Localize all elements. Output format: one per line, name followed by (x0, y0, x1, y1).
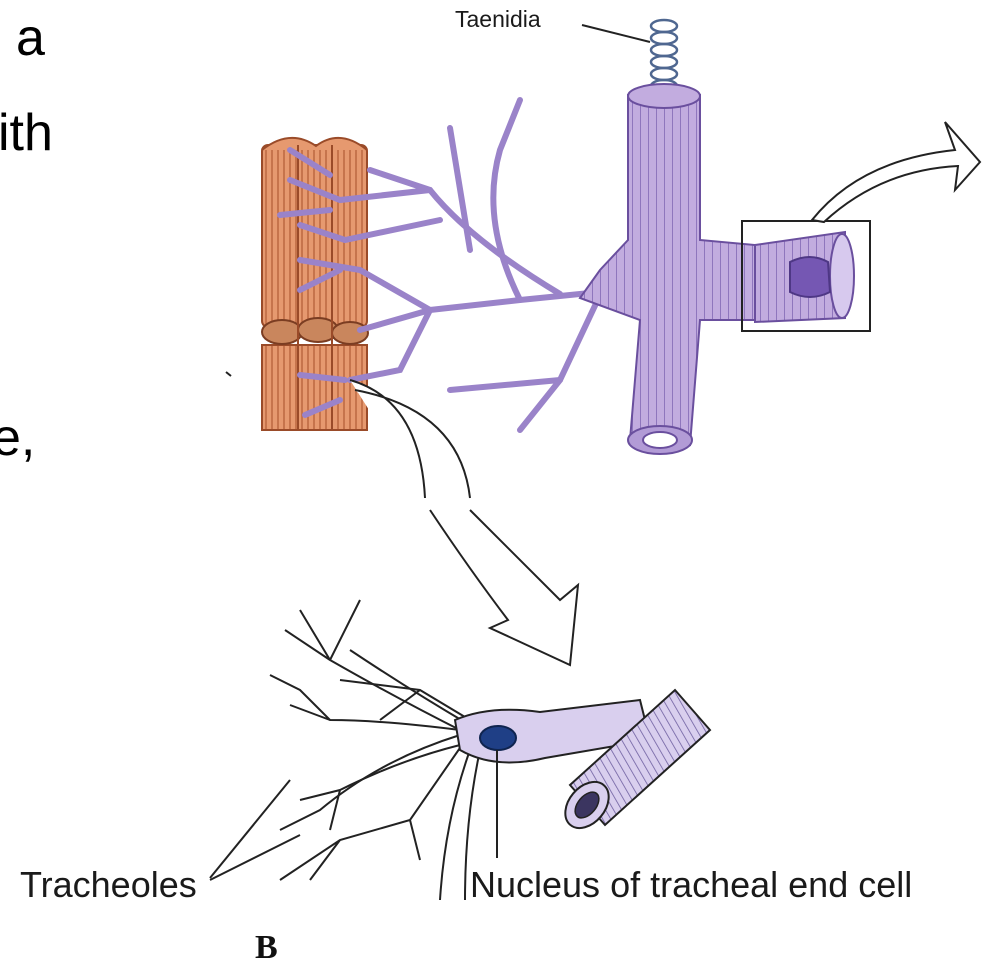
taenidia-label: Taenidia (455, 6, 541, 32)
nucleus-label: Nucleus of tracheal end cell (470, 864, 912, 905)
tracheal-trunk (580, 84, 854, 454)
slide-text-fragment-1: a (16, 9, 45, 67)
tracheoles-leader-lines (210, 780, 300, 880)
slide-text-fragment-2: ith (0, 104, 53, 162)
taenidia-leader-line (582, 25, 650, 42)
transition-arrow (350, 380, 578, 665)
tracheoles-branching-b (270, 600, 480, 900)
slide-text-fragment-3: e, (0, 409, 35, 467)
stray-mark (226, 372, 231, 376)
zoom-arrow (812, 122, 980, 222)
nucleus (480, 726, 516, 750)
panel-label-b: B (255, 929, 278, 966)
taenidia-spiral (651, 20, 677, 92)
tracheoles-label: Tracheoles (20, 864, 197, 905)
